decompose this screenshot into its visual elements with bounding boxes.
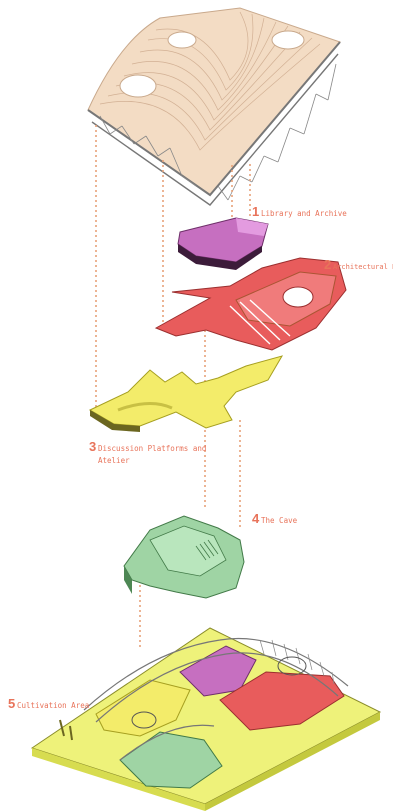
playground-layer [156, 258, 346, 350]
cave-layer [124, 516, 244, 598]
platforms-layer [90, 356, 282, 432]
label-number: 5 [8, 696, 15, 711]
label-text: Library and Archive [261, 209, 347, 218]
roof-layer [88, 8, 340, 205]
label-cave: 4 The Cave [252, 511, 298, 526]
library-layer [178, 218, 268, 270]
label-number: 4 [252, 511, 260, 526]
label-text: Discussion Platforms and [98, 444, 206, 453]
base-layer [32, 628, 380, 811]
label-library: 1 Library and Archive [252, 204, 347, 219]
label-text: Architectural Playgr [333, 263, 393, 271]
label-text: The Cave [261, 516, 298, 525]
label-number: 2 [324, 257, 331, 272]
label-text: Cultivation Area [17, 701, 89, 710]
label-number: 3 [89, 439, 96, 454]
label-text-line2: Atelier [98, 456, 130, 465]
label-playground: 2 Architectural Playgr [324, 257, 393, 272]
label-number: 1 [252, 204, 259, 219]
label-platforms: 3 Discussion Platforms and Atelier [89, 439, 206, 465]
label-cultivation: 5 Cultivation Area [8, 696, 89, 711]
